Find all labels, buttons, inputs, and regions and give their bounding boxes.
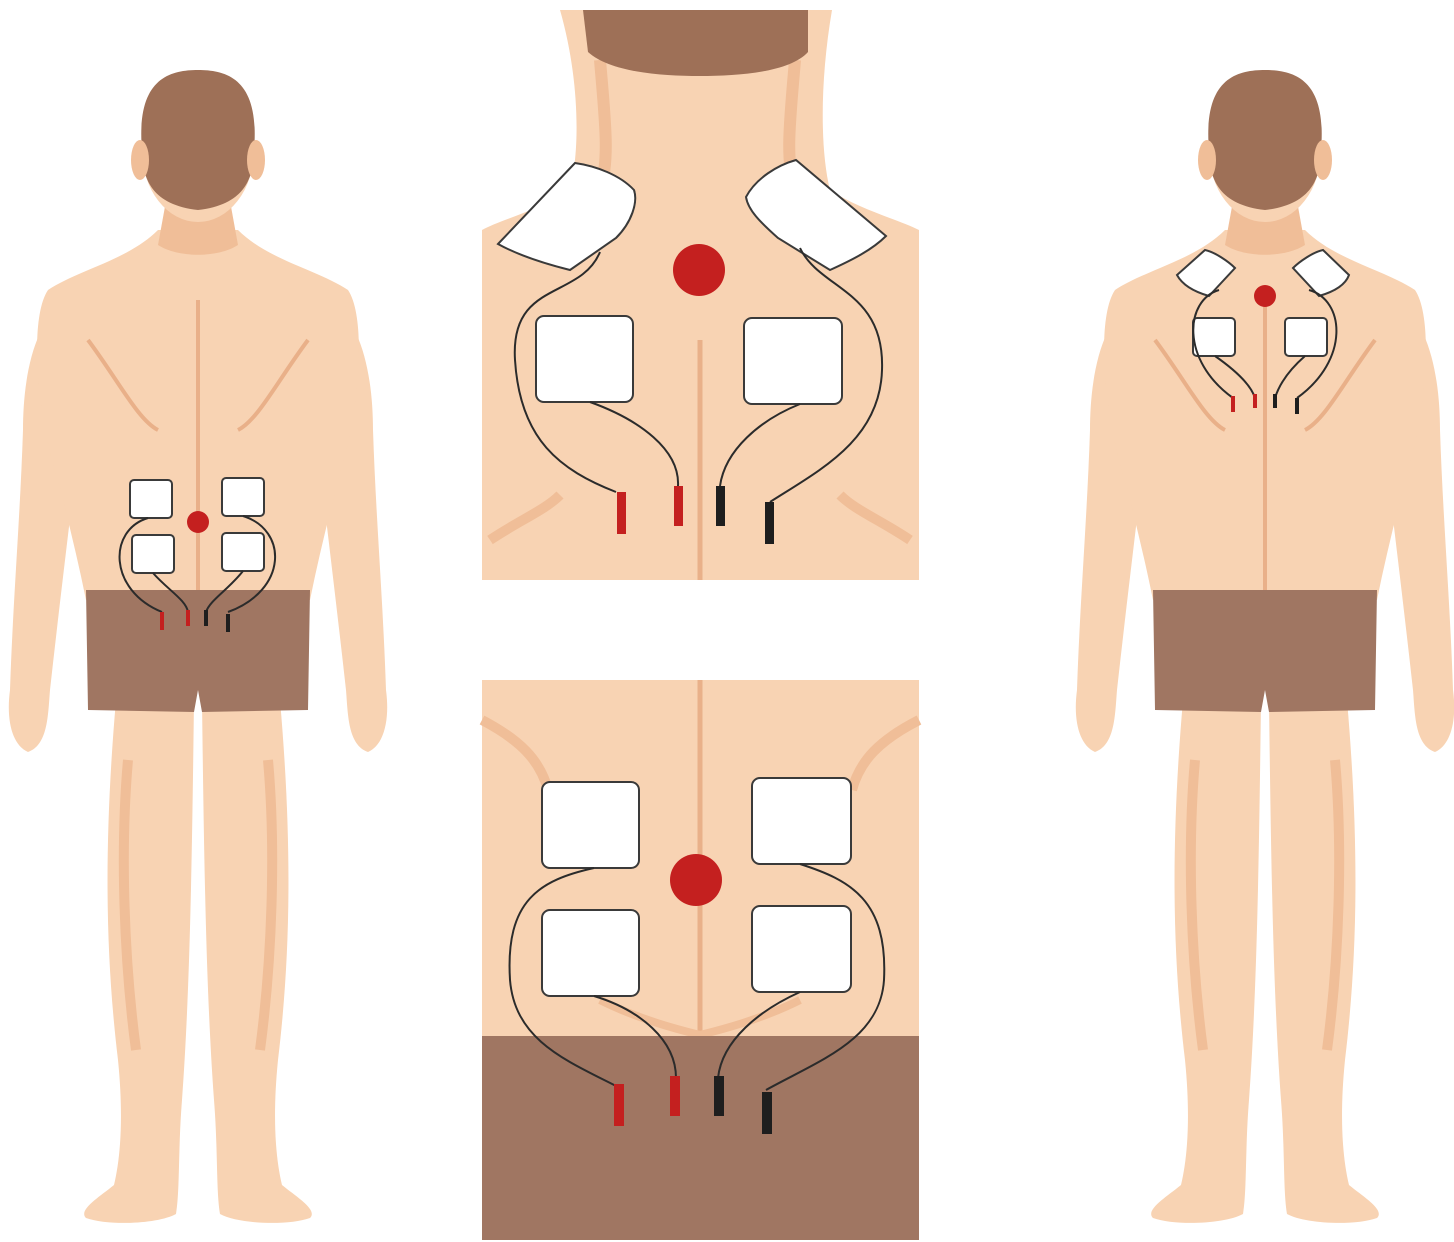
lead-red [674,486,683,526]
lead-black [765,502,774,544]
pain-point-marker [670,854,722,906]
lead-black [226,614,230,632]
lead-red [614,1084,624,1126]
panel-upper-back-closeup [482,10,919,580]
electrode-pad [542,910,639,996]
pain-point-marker [187,511,209,533]
lead-black [1273,394,1277,408]
electrode-pad [1193,318,1235,356]
electrode-pad [542,782,639,868]
lead-red [1231,396,1235,412]
lead-red [1253,394,1257,408]
lead-red [670,1076,680,1116]
lead-red [186,610,190,626]
lead-black [716,486,725,526]
panel-lower-back-closeup [482,680,919,1240]
electrode-pad [752,906,851,992]
electrode-pad [132,535,174,573]
lead-red [617,492,626,534]
figure-left-lower-back [9,70,387,1223]
electrode-pad [1285,318,1327,356]
lead-black [204,610,208,626]
lead-black [762,1092,772,1134]
lead-black [714,1076,724,1116]
electrode-pad [536,316,633,402]
lead-red [160,612,164,630]
pain-point-marker [673,244,725,296]
shorts [482,1036,919,1240]
electrode-pad [222,478,264,516]
figure-right-upper-back [1076,70,1454,1223]
electrode-pad [744,318,842,404]
pain-point-marker [1254,285,1276,307]
lead-black [1295,398,1299,414]
electrode-pad [222,533,264,571]
electrode-pad [130,480,172,518]
electrode-pad [752,778,851,864]
